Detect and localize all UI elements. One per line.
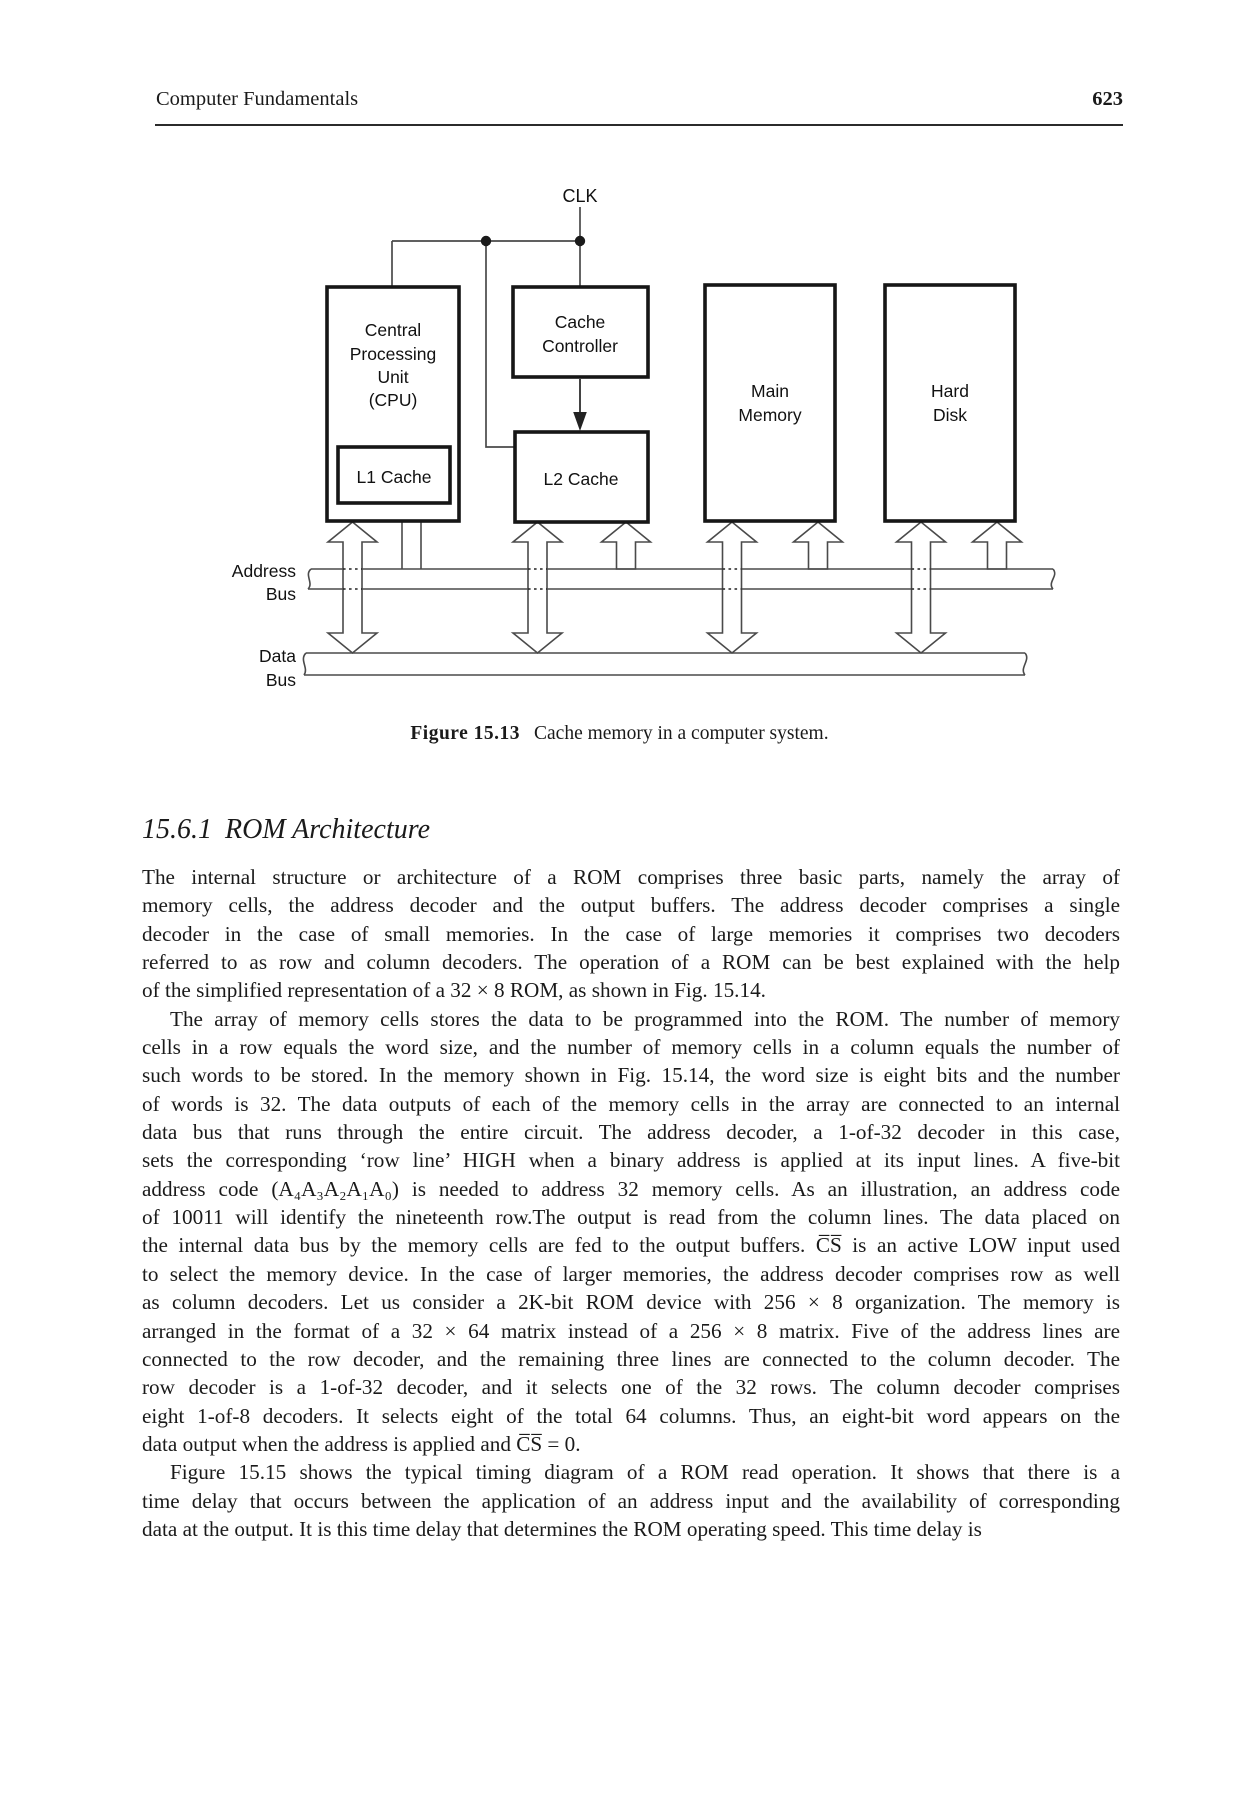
hard-disk-box [883,283,1017,523]
l1-cache-box [336,445,452,505]
figure-caption-text: Cache memory in a computer system. [534,723,829,744]
mainmem-data-arrow [705,520,759,655]
figure-caption: Figure 15.13 Cache memory in a computer s… [0,723,1239,745]
body-text: The internal structure or architecture o… [142,863,1120,1543]
header-rule [155,124,1123,126]
body-line: Figure 15.15 shows the typical timing di… [170,1460,1120,1485]
body-line: to select the memory device. In the case… [142,1261,1120,1286]
body-line: such words to be stored. In the memory s… [142,1063,1120,1088]
body-line: of 10011 will identify the nineteenth ro… [142,1205,1120,1230]
harddisk-data-arrow [894,520,948,655]
body-line: cells in a row equals the word size, and… [142,1035,1120,1060]
body-line: sets the corresponding ‘row line’ HIGH w… [142,1148,1120,1173]
body-line: The array of memory cells stores the dat… [170,1006,1120,1031]
book-title: Computer Fundamentals [156,88,359,110]
data-bus [302,652,1028,676]
controller-to-l2-arrow [573,379,587,431]
running-header: Computer Fundamentals 623 [156,88,1123,111]
body-line: of words is 32. The data outputs of each… [142,1091,1120,1116]
box-labels: Central Processing Unit (CPU) L1 Cache C… [350,312,969,489]
cache-controller-label-line2: Controller [542,336,618,356]
data-bus-label-line1: Data [259,646,296,666]
body-line: as column decoders. Let us consider a 2K… [142,1290,1120,1315]
section-heading: 15.6.1 ROM Architecture [142,814,430,846]
body-line: data output when the address is applied … [142,1431,581,1456]
cache-memory-diagram: CLK [232,186,1056,690]
main-memory-box [703,283,837,523]
l2-data-arrow [510,520,565,655]
body-line: connected to the row decoder, and the re… [142,1346,1120,1371]
data-bus-right-tear [1022,652,1028,676]
body-line: time delay that occurs between the appli… [142,1488,1120,1513]
body-line: arranged in the format of a 32 × 64 matr… [142,1318,1120,1343]
body-line: data bus that runs through the entire ci… [142,1120,1120,1145]
body-line: eight 1-of-8 decoders. It selects eight … [142,1403,1120,1428]
cpu-data-arrow [325,520,380,655]
body-line: of the simplified representation of a 32… [142,978,766,1003]
body-line: data at the output. It is this time dela… [142,1516,982,1541]
mainmem-address-arrow [791,520,845,570]
main-memory-label-line2: Memory [738,405,801,425]
address-bus-left-tear [307,568,312,590]
paragraph: The array of memory cells stores the dat… [142,1005,1120,1459]
hard-disk-label-line2: Disk [933,405,967,425]
address-bus-right-tear [1050,568,1056,590]
l2-address-arrow [599,520,653,570]
clk-label: CLK [562,186,597,206]
paragraph: Figure 15.15 shows the typical timing di… [142,1458,1120,1543]
wire-junction-dots [480,235,586,247]
address-bus-label-line2: Bus [266,584,296,604]
figure-caption-number: Figure 15.13 [410,723,521,744]
body-line: decoder in the case of small memories. I… [142,921,1120,946]
page-number: 623 [1092,88,1123,110]
harddisk-address-arrow [970,520,1024,570]
address-bus [307,568,1056,590]
cache-controller-label-line1: Cache [555,312,606,332]
l1-cache-label: L1 Cache [357,467,432,487]
main-memory-label-line1: Main [751,381,789,401]
data-bus-label-line2: Bus [266,670,296,690]
cpu-label-line3: Unit [377,367,408,387]
body-line: referred to as row and column decoders. … [142,950,1120,975]
section-number: 15.6.1 [142,814,212,845]
body-line: memory cells, the address decoder and th… [142,893,1120,918]
body-line: The internal structure or architecture o… [142,865,1120,889]
bus-labels: Address Bus Data Bus [232,561,296,690]
l2-cache-box [513,430,650,524]
cpu-address-wires [401,521,422,569]
cache-controller-box [511,285,650,379]
section-title: ROM Architecture [225,814,431,845]
address-bus-label-line1: Address [232,561,296,581]
l2-cache-label: L2 Cache [544,469,619,489]
cpu-label-line2: Processing [350,344,437,364]
cpu-label-line1: Central [365,320,421,340]
paragraph: The internal structure or architecture o… [142,863,1120,1005]
body-line: address code (A₄A₃A₂A₁A₀) is needed to a… [142,1176,1120,1201]
cpu-label-line4: (CPU) [369,390,418,410]
hard-disk-label-line1: Hard [931,381,969,401]
component-boxes [325,283,1017,524]
data-bus-left-tear [302,652,307,676]
bus-connection-arrows [325,520,1024,655]
body-line: row decoder is a 1-of-32 decoder, and it… [142,1375,1120,1400]
body-line: the internal data bus by the memory cell… [142,1233,1120,1258]
